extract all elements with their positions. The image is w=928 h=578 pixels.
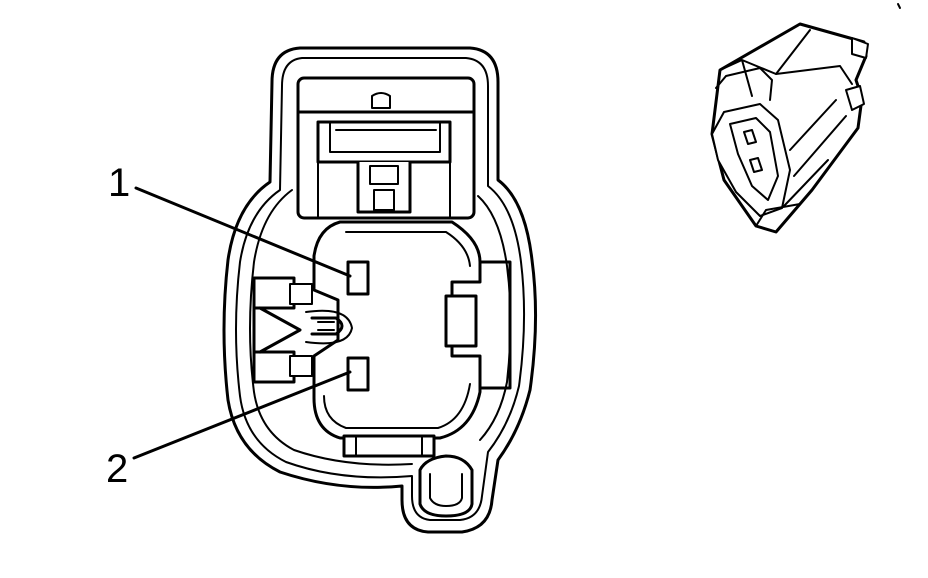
iso-front-opening [729,117,779,201]
iso-right-latch [845,85,865,111]
callout-1-label: 1 [108,161,130,205]
left-lock-upper-tab [289,283,313,305]
latch-window [316,120,452,164]
callout-1: 1 [108,161,352,278]
iso-rear-tabs [851,37,869,59]
left-lock-upper [252,276,296,310]
latch-window-inner [329,121,441,153]
center-clip-2 [305,309,353,345]
left-lock-lower [252,350,296,384]
iso-top-edge [719,29,811,97]
iso-side-ribs [775,65,853,207]
bottom-lock-detail [355,435,423,457]
left-lock-frame [252,306,302,354]
connector-face-view [222,46,538,534]
callout-1-leader [134,186,352,278]
callout-2: 2 [106,370,352,491]
left-lock-lower-tab [289,355,313,377]
terminal-cavity-inner [323,231,471,429]
iso-pins [743,129,763,173]
latch-sides [317,161,451,219]
center-clip [310,316,344,336]
iso-bottom-edge [755,203,801,233]
right-key-frame [478,260,512,390]
housing-inner-outline [235,57,526,521]
latch-notch [371,92,391,109]
latch-tab-slot-2 [373,189,395,211]
corner-mark [897,3,901,9]
connector-iso-view [710,22,869,234]
bottom-lock [342,434,436,458]
callout-2-leader [132,370,352,460]
iso-front-rim [715,67,773,101]
terminal-1 [346,260,370,296]
right-key [444,294,478,348]
callout-2-label: 2 [106,447,128,491]
latch-tab-slot [369,165,399,185]
terminal-2 [346,356,370,392]
bottom-key-tab-inner [429,473,463,507]
